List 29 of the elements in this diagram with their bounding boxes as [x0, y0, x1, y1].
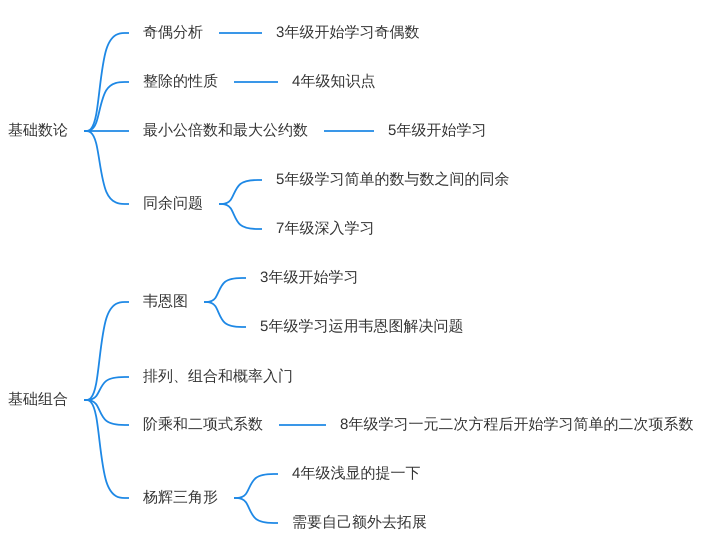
branch-line [279, 424, 326, 426]
detail-note: 需要自己额外去拓展 [292, 513, 427, 533]
subtopic-label: 排列、组合和概率入门 [143, 367, 293, 387]
detail-note: 4年级浅显的提一下 [292, 464, 420, 484]
detail-note: 5年级学习简单的数与数之间的同余 [276, 170, 510, 190]
subtopic-label: 奇偶分析 [143, 23, 203, 43]
detail-note: 7年级深入学习 [276, 219, 374, 239]
root-topic: 基础组合 [8, 390, 68, 410]
branch-line [84, 130, 129, 205]
root-topic: 基础数论 [8, 121, 68, 141]
branch-line [234, 497, 278, 524]
branch-line [234, 81, 278, 83]
detail-note: 8年级学习一元二次方程后开始学习简单的二次项系数 [340, 415, 694, 435]
branch-line [204, 301, 246, 328]
detail-note: 5年级开始学习 [388, 121, 486, 141]
detail-note: 5年级学习运用韦恩图解决问题 [260, 317, 464, 337]
branch-line [219, 203, 262, 230]
detail-note: 3年级开始学习奇偶数 [276, 23, 420, 43]
detail-note: 3年级开始学习 [260, 268, 358, 288]
subtopic-label: 阶乘和二项式系数 [143, 415, 263, 435]
subtopic-label: 整除的性质 [143, 72, 218, 92]
branch-line [219, 32, 262, 34]
branch-line [84, 399, 129, 499]
branch-line [324, 130, 374, 132]
subtopic-label: 杨辉三角形 [143, 488, 218, 508]
subtopic-label: 同余问题 [143, 194, 203, 214]
subtopic-label: 韦恩图 [143, 292, 188, 312]
detail-note: 4年级知识点 [292, 72, 376, 92]
subtopic-label: 最小公倍数和最大公约数 [143, 121, 308, 141]
